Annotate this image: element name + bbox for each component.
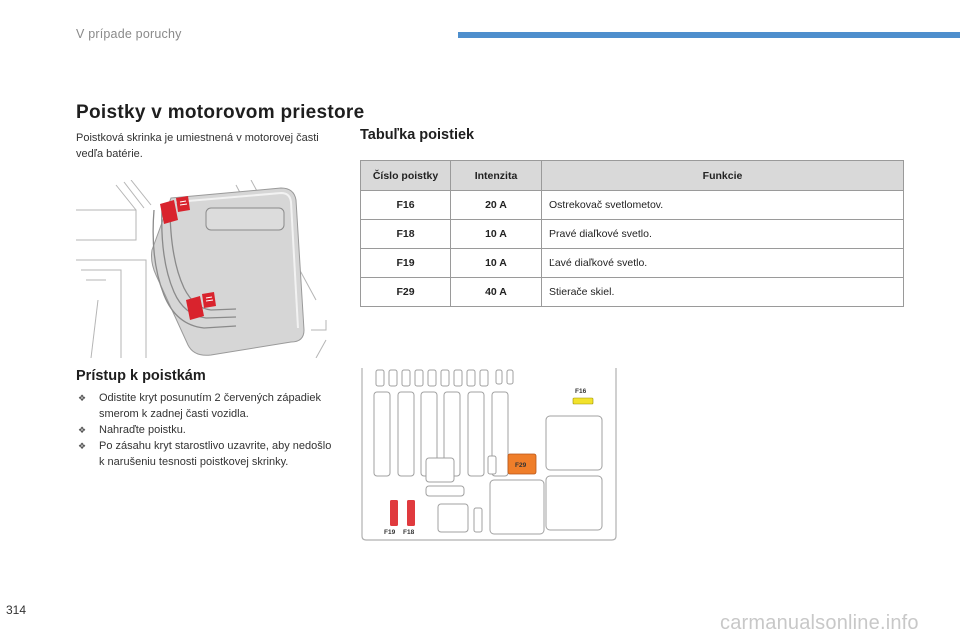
access-step: ❖Nahraďte poistku. [78,424,186,436]
table-row: F29 40 A Stierače skiel. [360,277,904,307]
access-steps: ❖Odistite kryt posunutím 2 červených záp… [76,390,338,470]
page-title: Poistky v motorovom priestore [76,102,365,123]
section-header: V prípade poruchy [76,27,182,41]
table-row: F19 10 A Ľavé diaľkové svetlo. [360,248,904,278]
latch-front-icon [160,196,190,224]
table-row: F16 20 A Ostrekovač svetlometov. [360,190,904,220]
fuse-function: Pravé diaľkové svetlo. [541,219,904,249]
fuse-f29-icon [507,453,537,475]
fuse-label-f16: F16 [575,388,587,395]
column-header-rating: Intenzita [450,160,542,191]
fuse-number: F29 [360,277,451,307]
fuse-f19-icon [390,500,398,526]
fuse-f18-icon [407,500,415,526]
latch-rear-icon [186,292,216,320]
fuse-table: Číslo poistky Intenzita Funkcie F16 20 A… [360,160,904,307]
fuse-label-f19: F19 [384,529,396,536]
fuse-f16-icon [572,397,594,405]
fuse-number: F16 [360,190,451,220]
engine-bay-illustration [76,180,327,358]
check-box-bullet-icon: ❖ [78,425,87,435]
fuse-rating: 10 A [450,248,542,278]
column-header-function: Funkcie [541,160,904,191]
fuse-function: Stierače skiel. [541,277,904,307]
fuse-rating: 40 A [450,277,542,307]
fuse-table-title: Tabuľka poistiek [360,127,475,143]
fuse-number: F19 [360,248,451,278]
table-header-row: Číslo poistky Intenzita Funkcie [360,160,904,191]
fuse-label-f18: F18 [403,529,415,536]
access-title: Prístup k poistkám [76,368,206,384]
page-number: 314 [6,603,27,617]
fuse-function: Ľavé diaľkové svetlo. [541,248,904,278]
header-accent-bar [458,32,960,38]
check-box-bullet-icon: ❖ [78,393,87,403]
intro-text: Poistková skrinka je umiestnená v motoro… [76,132,319,160]
access-step: ❖Po zásahu kryt starostlivo uzavrite, ab… [78,440,332,468]
access-step: ❖Odistite kryt posunutím 2 červených záp… [78,392,321,420]
column-header-fuse-number: Číslo poistky [360,160,451,191]
fuse-box-diagram: F16 F29 F19 F18 [361,368,617,541]
fuse-label-f29: F29 [515,462,527,469]
fuse-rating: 20 A [450,190,542,220]
watermark-text: carmanualsonline.info [720,612,919,634]
fuse-function: Ostrekovač svetlometov. [541,190,904,220]
fuse-number: F18 [360,219,451,249]
table-row: F18 10 A Pravé diaľkové svetlo. [360,219,904,249]
fuse-rating: 10 A [450,219,542,249]
check-box-bullet-icon: ❖ [78,441,87,451]
